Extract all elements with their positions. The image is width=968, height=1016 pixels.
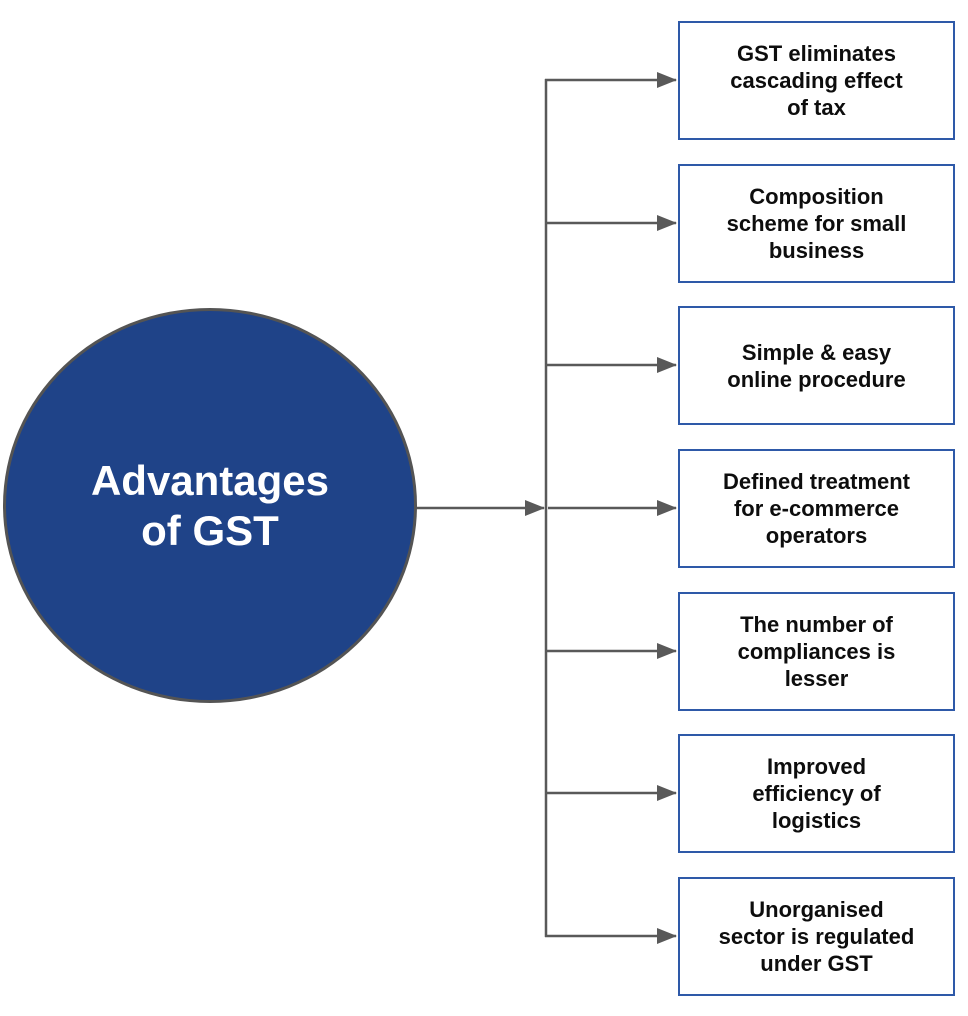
advantage-box-2: Composition scheme for small business (678, 164, 955, 283)
advantage-box-6: Improved efficiency of logistics (678, 734, 955, 853)
advantage-box-4: Defined treatment for e-commerce operato… (678, 449, 955, 568)
advantage-box-label: Simple & easy online procedure (727, 339, 906, 392)
advantage-box-label: GST eliminates cascading effect of tax (730, 41, 903, 120)
advantage-box-5: The number of compliances is lesser (678, 592, 955, 711)
advantage-box-label: Defined treatment for e-commerce operato… (722, 469, 911, 548)
advantage-box-label: Composition scheme for small business (726, 184, 907, 263)
advantage-box-3: Simple & easy online procedure (678, 306, 955, 425)
central-node: Advantages of GST (3, 308, 417, 703)
advantage-box-1: GST eliminates cascading effect of tax (678, 21, 955, 140)
advantage-box-7: Unorganised sector is regulated under GS… (678, 877, 955, 996)
advantage-box-label: The number of compliances is lesser (737, 612, 896, 691)
central-node-label: Advantages of GST (90, 456, 330, 554)
advantage-box-label: Unorganised sector is regulated under GS… (718, 897, 915, 976)
advantage-box-label: Improved efficiency of logistics (752, 754, 881, 833)
